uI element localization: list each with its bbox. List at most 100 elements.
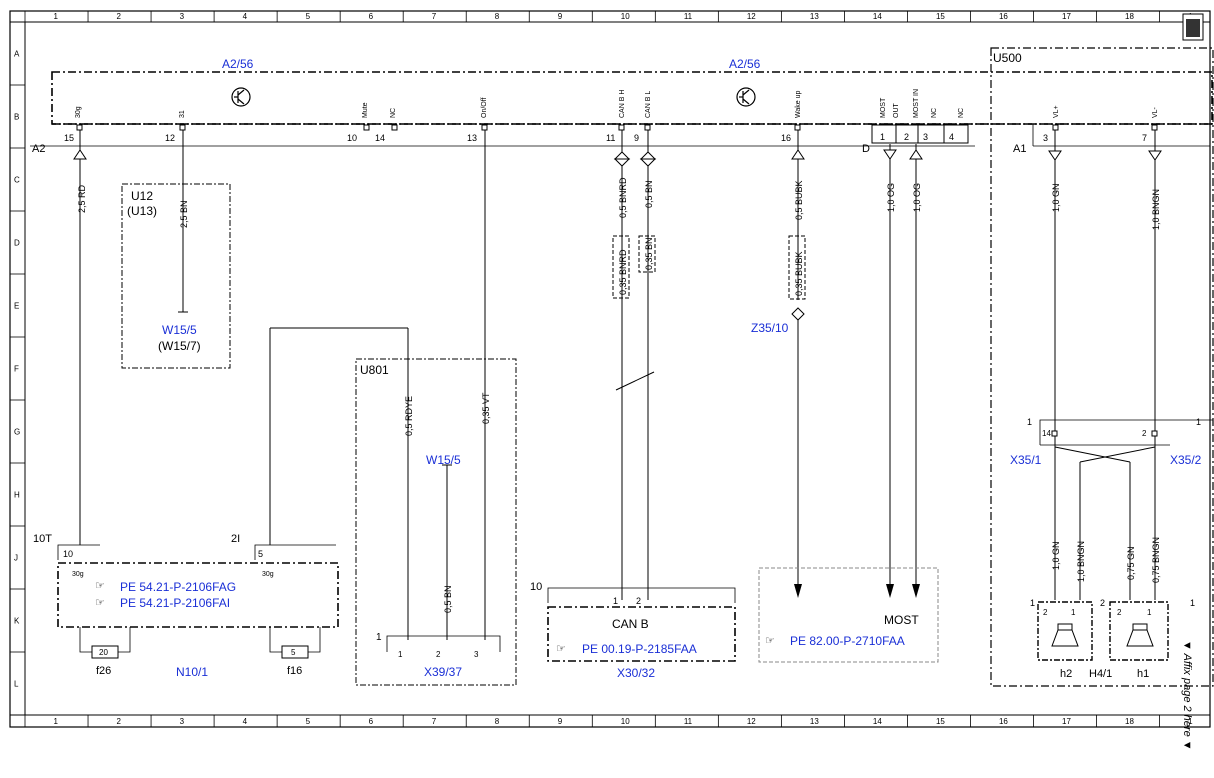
wire-label: 0,5 BN [443,585,453,613]
label-n101: N10/1 [176,665,208,679]
most-connector-d [871,124,969,144]
pin-number: 3 [474,650,479,659]
grid-col-label: 10 [621,12,630,21]
speaker-icon [1126,623,1154,647]
x3937-connector [386,635,501,652]
connector-arrow-icon [73,149,1162,321]
label-w155-mid: W15/5 [426,453,461,467]
transistor-icon [736,87,756,107]
wire-label-box [638,235,656,273]
grid-col-label: 1 [1188,717,1193,726]
pin-label-mute: Mute [362,102,369,118]
ref-pe-3[interactable]: PE 00.19-P-2185FAA [582,642,697,656]
grid-col-label: 8 [495,12,500,21]
u801-box [355,358,517,686]
corner-book-fill [1186,19,1200,37]
pin-label-out: OUT [893,103,900,119]
pin-number: 5 [258,549,263,559]
pin-number: 3 [1043,133,1048,143]
grid-col-label: 4 [243,12,248,21]
grid-col-label: 9 [558,12,563,21]
pin-number: 1 [398,650,403,659]
label-h2: h2 [1060,668,1072,680]
label-a256-left: A2/56 [222,57,254,71]
pin-label-30g: 30g [75,106,82,118]
wire-label: 2,5 RD [77,184,87,213]
wire-label: 0,5 BNRD [618,177,628,218]
wire-label: 1,0 BNGN [1151,189,1161,230]
grid-col-label: 12 [747,717,756,726]
wire-label: 1,0 GN [1051,541,1061,570]
grid-row-label: J [14,554,18,563]
pin-number: 13 [467,133,477,143]
pin-number: 16 [781,133,791,143]
grid-col-label: 1 [54,12,59,21]
grid-col-label: 1 [54,717,59,726]
ref-pe-2[interactable]: PE 54.21-P-2106FAI [120,596,230,610]
pin-number: 3 [923,132,928,142]
grid-col-label: 5 [306,717,311,726]
label-w155: W15/5 [162,323,197,337]
label-h1: h1 [1137,668,1149,680]
ref-pe-1[interactable]: PE 54.21-P-2106FAG [120,580,236,594]
pin-label-wakeup: Wake up [795,91,802,118]
affix-note: ▼ Affix page 2 here ▼ [1181,640,1193,751]
pin-label-onoff: On/Off [481,97,488,118]
grid-row-label: L [14,680,19,689]
label-2i: 2I [231,533,240,545]
grid-col-label: 3 [180,717,185,726]
grid-col-label: 6 [369,12,374,21]
grid-col-label: 17 [1062,717,1071,726]
grid-col-label: 14 [873,12,882,21]
wire-label: 1,0 OG [886,183,896,212]
grid-row-label: F [14,365,19,374]
pin-number: 2 [1142,429,1147,438]
pin-number: 1 [1196,417,1201,427]
n101-conn-left [57,544,100,560]
ref-hand-icon: ☞ [95,580,105,592]
pin-number: 2 [436,650,441,659]
pin-label-nc: NC [931,108,938,118]
grid-col-label: 11 [684,717,693,726]
sheet-frame [9,10,1211,728]
ref-pe-4[interactable]: PE 82.00-P-2710FAA [790,634,905,648]
n101-conn-right [254,544,336,560]
u500-housing [990,47,1214,687]
pin-number: 1 [1071,608,1076,617]
arrow-down-icon [794,584,920,598]
pin-number: 1 [1027,417,1032,427]
wire-label: 0,5 BUBK [794,180,804,220]
grid-col-label: 7 [432,12,437,21]
fuse-value: 20 [99,648,108,657]
grid-row-label: K [14,617,20,626]
pin-number: 1 [1190,598,1195,608]
wire-label: 0,5 BN [644,180,654,208]
pin-number: 7 [1142,133,1147,143]
grid-col-label: 16 [999,717,1008,726]
transistor-icon [231,87,251,107]
pin-label-vlminus: VL- [1152,106,1159,118]
grid-col-label: 14 [873,717,882,726]
wire-label: 0,5 RDYE [404,396,414,436]
wire-label: 2,5 BN [179,200,189,228]
grid-col-label: 10 [621,717,630,726]
grid-col-label: 7 [432,717,437,726]
label-z3510: Z35/10 [751,321,789,335]
pin-label-30g: 30g [72,571,84,578]
pin-number: 15 [64,133,74,143]
speaker-h2-box [1037,601,1093,661]
wire-label-box [612,235,630,299]
grid-col-label: 13 [810,12,819,21]
n101-box [57,562,339,628]
wire-label: 0,75 BNGN [1151,537,1161,583]
label-x3937: X39/37 [424,665,462,679]
label-most: MOST [884,613,919,627]
fuse-f26 [91,645,119,659]
label-canb: CAN B [612,617,649,631]
label-u500: U500 [993,51,1022,65]
wire-label: 0,35 BNRD [618,249,628,295]
wire-label: 1,0 OG [912,183,922,212]
grid-row-label: D [14,239,20,248]
pin-label-30g: 30g [262,571,274,578]
